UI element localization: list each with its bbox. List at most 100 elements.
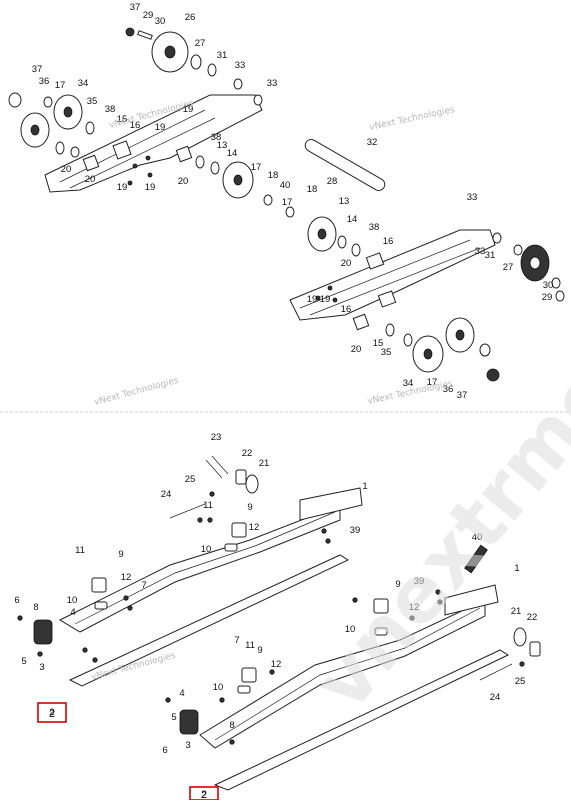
callout-label: 17 bbox=[251, 162, 262, 173]
idler-wheel-right-mid bbox=[307, 216, 337, 252]
callout-label: 37 bbox=[130, 2, 141, 13]
callout-label: 25 bbox=[185, 474, 196, 485]
callout-label: 38 bbox=[369, 222, 380, 233]
callout-label: 18 bbox=[268, 170, 279, 181]
callout-label: 33 bbox=[467, 192, 478, 203]
callout-label: 4 bbox=[70, 607, 75, 618]
callout-label: 25 bbox=[515, 676, 526, 687]
cap-top bbox=[125, 27, 135, 37]
callout-label: 19 bbox=[183, 104, 194, 115]
callout-label: 13 bbox=[339, 196, 350, 207]
callout-label: 16 bbox=[341, 304, 352, 315]
callout-label: 27 bbox=[195, 38, 206, 49]
callout-label: 33 bbox=[235, 60, 246, 71]
callout-label: 11 bbox=[245, 640, 255, 651]
callout-label: 31 bbox=[485, 250, 496, 261]
callout-label: 36 bbox=[443, 384, 454, 395]
callout-label: 19 bbox=[307, 294, 318, 305]
callout-label: 35 bbox=[87, 96, 98, 107]
callout-label: 34 bbox=[78, 78, 89, 89]
callout-label: 29 bbox=[542, 292, 553, 303]
callout-label: 8 bbox=[229, 720, 234, 731]
callout-label: 22 bbox=[527, 612, 538, 623]
callout-label: 10 bbox=[213, 682, 224, 693]
callout-label: 21 bbox=[511, 606, 522, 617]
callout-label: 33 bbox=[267, 78, 278, 89]
callout-label: 30 bbox=[543, 280, 554, 291]
callout-label: 11 bbox=[203, 500, 213, 511]
idler-wheel-bottom-lower bbox=[412, 335, 444, 373]
callout-label: 24 bbox=[161, 489, 172, 500]
idler-wheel-left-lower bbox=[20, 112, 50, 148]
callout-label: 2 bbox=[49, 707, 54, 718]
rail-lower bbox=[199, 599, 486, 749]
slider-strip-lower bbox=[213, 649, 510, 791]
callout-label: 5 bbox=[171, 712, 176, 723]
callout-label: 26 bbox=[185, 12, 196, 23]
callout-label: 5 bbox=[21, 656, 26, 667]
callout-label: 17 bbox=[427, 377, 438, 388]
callout-label: 12 bbox=[249, 522, 260, 533]
watermark-mid-1: vNext Technologies bbox=[93, 376, 180, 408]
bumper-upper bbox=[33, 619, 53, 645]
highlight-box-2 bbox=[189, 786, 219, 800]
callout-label: 29 bbox=[143, 10, 154, 21]
callout-label: 3 bbox=[39, 662, 44, 673]
callout-label: 19 bbox=[145, 182, 156, 193]
callout-label: 24 bbox=[490, 692, 501, 703]
callout-label: 6 bbox=[14, 595, 19, 606]
idler-wheel-top bbox=[151, 31, 189, 73]
callout-label: 9 bbox=[118, 549, 123, 560]
callout-label: 7 bbox=[141, 580, 146, 591]
callout-label: 20 bbox=[351, 344, 362, 355]
callout-label: 20 bbox=[61, 164, 72, 175]
callout-label: 12 bbox=[271, 659, 282, 670]
callout-label: 37 bbox=[457, 390, 468, 401]
callout-label: 40 bbox=[472, 532, 483, 543]
callout-label: 39 bbox=[350, 525, 361, 536]
callout-label: 12 bbox=[409, 602, 420, 613]
highlight-label-2: 2 bbox=[201, 789, 207, 800]
callout-label: 34 bbox=[403, 378, 414, 389]
watermarks: vNext Technologies vNext Technologies vN… bbox=[90, 99, 571, 728]
callout-label: 8 bbox=[33, 602, 38, 613]
callout-label: 17 bbox=[55, 80, 66, 91]
callout-label: 17 bbox=[282, 197, 293, 208]
callout-label: 15 bbox=[117, 114, 128, 125]
right-rail-frame bbox=[289, 229, 496, 321]
callout-label: 32 bbox=[367, 137, 378, 148]
highlight-label-1: 2 bbox=[49, 708, 55, 720]
callout-label: 3 bbox=[185, 740, 190, 751]
callout-label: 20 bbox=[85, 174, 96, 185]
callout-label: 11 bbox=[75, 545, 85, 556]
callout-label: 4 bbox=[179, 688, 184, 699]
bumper-lower bbox=[179, 709, 199, 735]
callout-label: 16 bbox=[383, 236, 394, 247]
callout-label: 15 bbox=[373, 338, 384, 349]
callout-label: 19 bbox=[320, 294, 331, 305]
callout-label: 10 bbox=[201, 544, 212, 555]
part-40-strip bbox=[464, 544, 488, 574]
idler-wheel-bottom-upper bbox=[445, 317, 475, 353]
callout-label: 14 bbox=[227, 148, 238, 159]
callout-label: 27 bbox=[503, 262, 514, 273]
callout-label: 20 bbox=[178, 176, 189, 187]
callout-label: 9 bbox=[395, 579, 400, 590]
highlight-callout-2[interactable]: 2 bbox=[189, 786, 219, 800]
left-rail-frame bbox=[44, 94, 263, 193]
highlight-box-1 bbox=[37, 702, 67, 723]
callout-label: 21 bbox=[259, 458, 270, 469]
callout-label: 30 bbox=[155, 16, 166, 27]
callout-label: 19 bbox=[155, 122, 166, 133]
callout-label: 10 bbox=[345, 624, 356, 635]
highlight-callout-1[interactable]: 2 bbox=[37, 702, 67, 723]
callout-label: 38 bbox=[105, 104, 116, 115]
idler-wheel-mid bbox=[222, 161, 254, 199]
callout-label: 6 bbox=[162, 745, 167, 756]
callout-label: 35 bbox=[381, 347, 392, 358]
watermark-upper-2: vNext Technologies bbox=[369, 105, 456, 133]
callout-label: 2 bbox=[201, 790, 206, 800]
